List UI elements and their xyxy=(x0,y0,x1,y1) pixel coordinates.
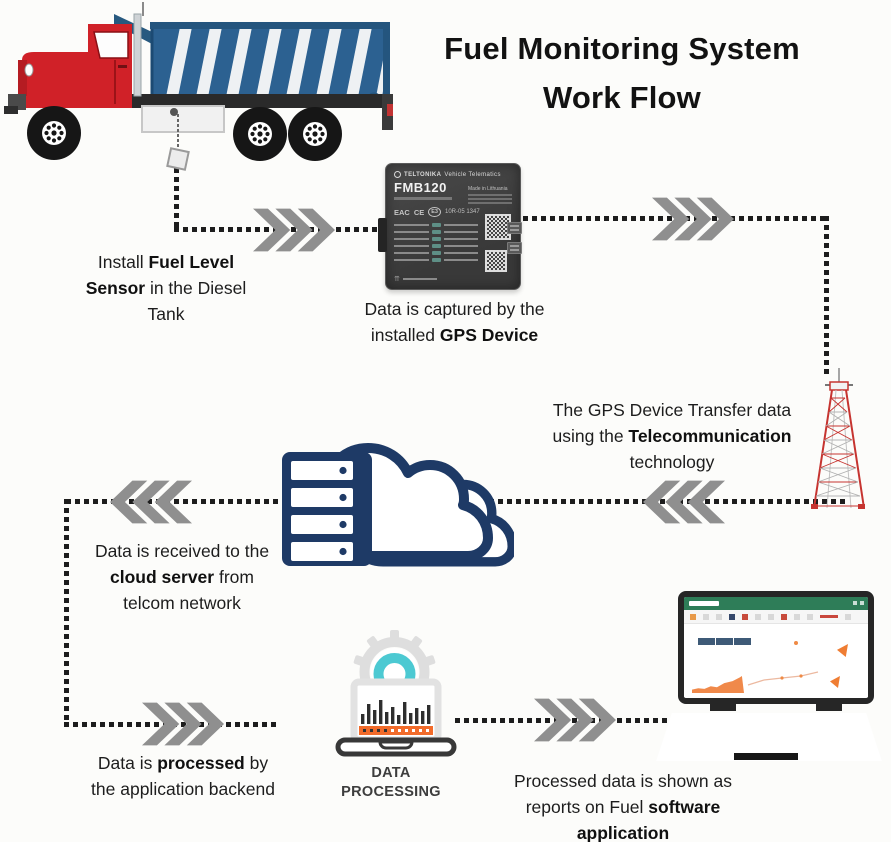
truck-wheels xyxy=(27,106,342,161)
mount-this-side-up: ⇈ xyxy=(394,275,437,283)
laptop-screen xyxy=(678,591,874,704)
navigate-led-label xyxy=(507,222,522,234)
laptop-keyboard xyxy=(656,713,882,761)
connector-sensor-down xyxy=(174,168,179,230)
connector-right-to-tower xyxy=(824,216,829,374)
data-processing-icon xyxy=(320,620,460,762)
truck-cab xyxy=(4,2,144,114)
arrow-right-icon xyxy=(142,702,224,746)
title-line-2: Work Flow xyxy=(543,80,701,115)
teltonika-logo-icon xyxy=(394,171,401,178)
arrow-right-icon xyxy=(534,698,616,742)
page-title: Fuel Monitoring System Work Flow xyxy=(392,24,852,122)
caption-telecom-transfer: The GPS Device Transfer data using the T… xyxy=(552,400,792,472)
caption-gps-capture: Data is captured by the installed GPS De… xyxy=(364,299,545,345)
connector-cloud-down-left xyxy=(64,499,69,727)
gps-device-icon: TELTONIKA Vehicle Telematics FMB120 Made… xyxy=(378,163,522,290)
blue-bar-widget xyxy=(698,638,751,645)
orange-triangle xyxy=(837,644,848,657)
bar-chart-icon xyxy=(361,700,431,724)
app-toolbar xyxy=(684,610,868,624)
fuel-level-sensor xyxy=(166,147,190,171)
gps-brand: TELTONIKA xyxy=(404,171,442,178)
status-led-label xyxy=(507,242,522,254)
title-line-1: Fuel Monitoring System xyxy=(444,31,800,66)
arrow-right-icon xyxy=(652,197,734,241)
caption-cloud-receive: Data is received to the cloud server fro… xyxy=(94,541,270,613)
app-header xyxy=(684,597,868,610)
ce-mark: CE xyxy=(413,207,425,217)
orange-dot xyxy=(794,641,798,645)
orange-triangle xyxy=(830,676,840,688)
telecom-tower-icon xyxy=(800,368,876,510)
arrow-left-icon xyxy=(643,480,725,524)
arrow-right-icon xyxy=(253,208,335,252)
trend-line xyxy=(747,671,819,686)
gps-made-in: Made in Lithuania xyxy=(468,186,508,192)
gps-tagline: Vehicle Telematics xyxy=(444,171,501,178)
processing-laptop xyxy=(335,678,457,757)
spacebar-key xyxy=(734,753,798,760)
data-processing-label: DATA PROCESSING xyxy=(341,765,441,800)
laptop-reports-icon xyxy=(648,591,890,767)
dump-truck-icon xyxy=(2,2,394,172)
truck-chassis xyxy=(120,94,392,108)
fuel-tank-box xyxy=(141,105,225,133)
caption-backend-processing: Data is processed by the application bac… xyxy=(91,753,275,799)
arrow-left-icon xyxy=(110,480,192,524)
gps-model: FMB120 xyxy=(394,180,447,195)
orange-area-chart xyxy=(692,676,744,693)
caption-install-sensor: Install Fuel Level Sensor in the Diesel … xyxy=(85,252,247,324)
sim-slot xyxy=(378,218,387,252)
approval-number: 10R-05 1347 xyxy=(445,209,480,215)
server-rack xyxy=(282,452,372,566)
eac-mark: EAC xyxy=(394,207,410,217)
truck-bed xyxy=(114,14,390,108)
search-input xyxy=(689,601,719,606)
wiring-table xyxy=(394,223,478,262)
qr-code-icon xyxy=(485,250,507,272)
caption-software-reports: Processed data is shown as reports on Fu… xyxy=(514,771,732,842)
app-report-area xyxy=(684,624,868,697)
e-mark: E3 xyxy=(428,207,441,217)
cloud-server-icon xyxy=(276,408,517,570)
